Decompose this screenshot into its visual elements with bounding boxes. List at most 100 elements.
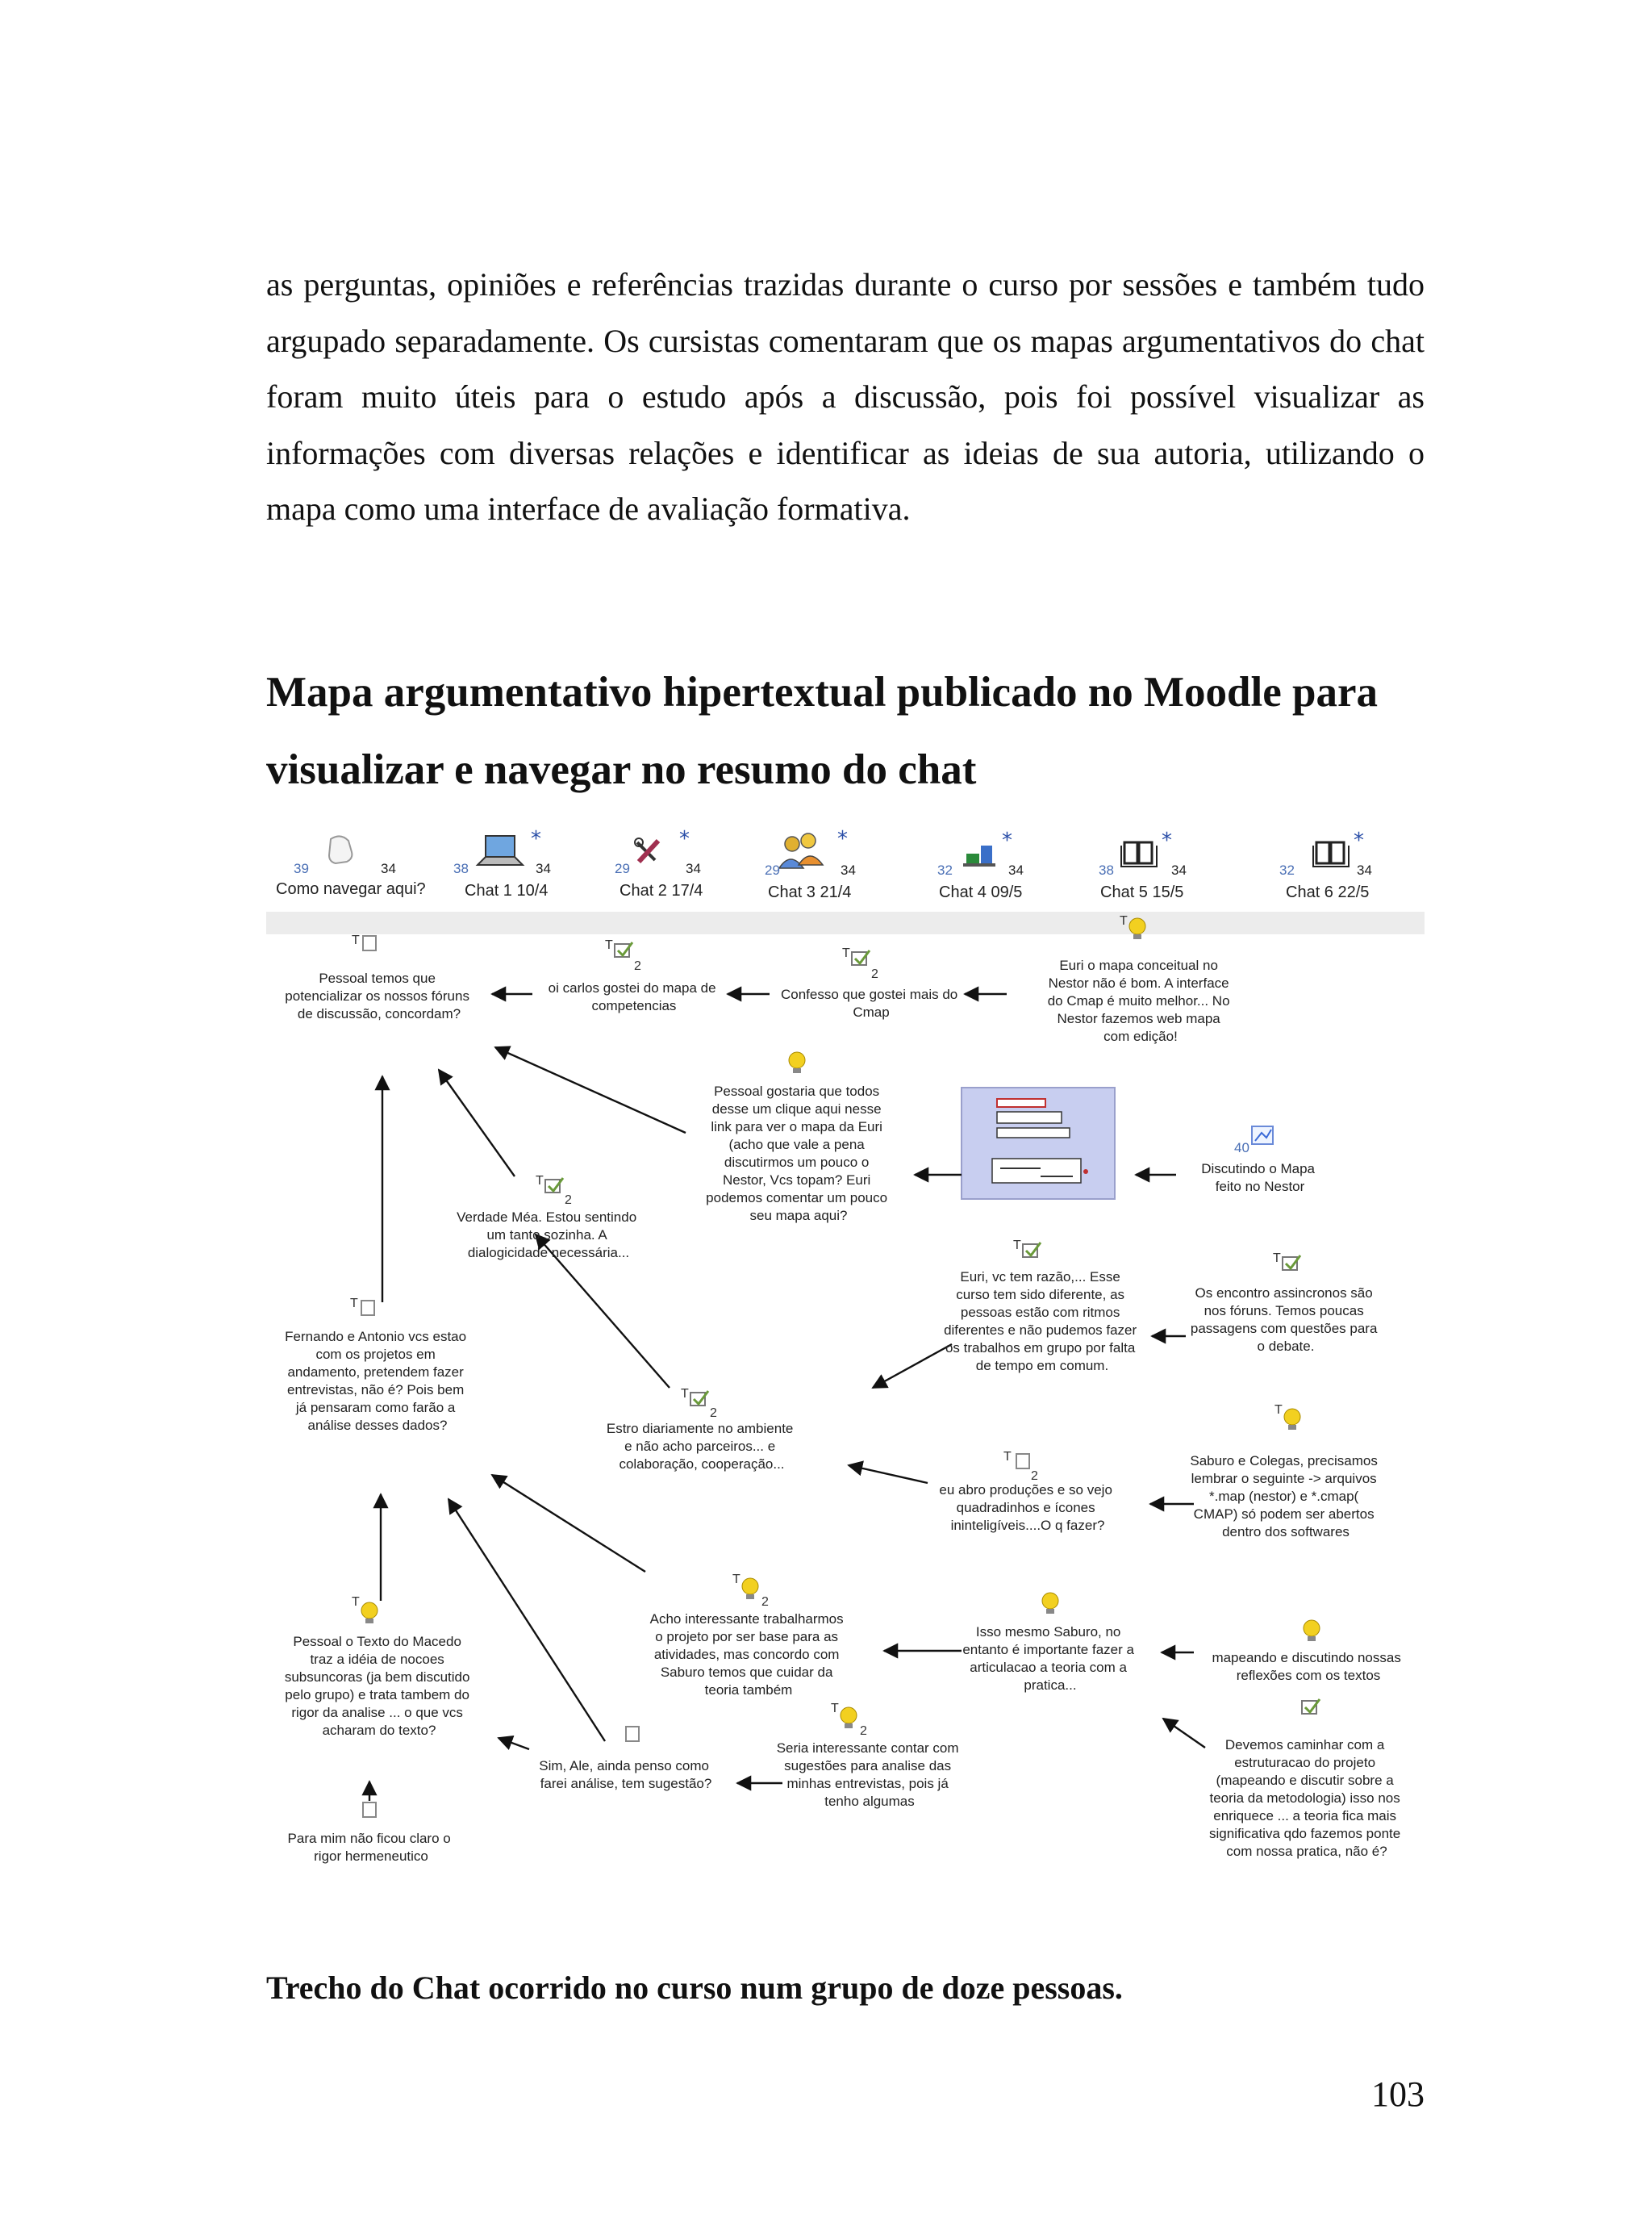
tab-label: Chat 1 10/4 [465, 882, 548, 900]
tab-label: Chat 4 09/5 [939, 883, 1022, 901]
tab-label: Chat 3 21/4 [768, 883, 851, 901]
note-icon: T2 [536, 1174, 572, 1207]
chart-icon: * [963, 829, 1012, 867]
note-icon: T [350, 1297, 374, 1315]
node-n21: Para mim não ficou claro o rigor hermene… [288, 1831, 455, 1864]
svg-text:T: T [732, 1573, 740, 1586]
tab-count-blue: 38 [453, 861, 469, 876]
tab-chat-2[interactable]: * 29 34 Chat 2 17/4 [615, 827, 703, 900]
lightbulb-icon: T [1274, 1403, 1300, 1430]
lightbulb-icon: T2 [732, 1573, 769, 1609]
node-n18: Sim, Ale, ainda penso como farei análise… [539, 1758, 712, 1791]
node-n20: Devemos caminhar com a estruturacao do p… [1209, 1737, 1404, 1859]
tab-count-blue: 32 [937, 863, 953, 878]
note-icon: T2 [1003, 1450, 1038, 1483]
tab-count-blue: 29 [615, 861, 630, 876]
svg-text:T: T [842, 946, 850, 960]
tab-chat-6[interactable]: * 32 34 Chat 6 22/5 [1279, 829, 1372, 901]
lightbulb-icon: T2 [831, 1702, 867, 1738]
node-n15: Isso mesmo Saburo, no entanto é importan… [962, 1624, 1137, 1693]
node-icons: T T2 T2 T T2 40 T T T T2 T T2 T T2 T2 [350, 914, 1320, 1817]
tab-chat-1[interactable]: * 38 34 Chat 1 10/4 [453, 827, 551, 900]
lightbulb-icon [1304, 1620, 1320, 1641]
svg-text:*: * [1162, 829, 1172, 853]
network-icon: 40 [1234, 1126, 1273, 1155]
tab-chat-3[interactable]: * 29 34 Chat 3 21/4 [765, 827, 856, 901]
note-icon: T [1013, 1239, 1041, 1257]
svg-text:2: 2 [761, 1595, 769, 1609]
node-n11: Estro diariamente no ambiente e não acho… [607, 1421, 797, 1472]
section-heading-line-2: visualizar e navegar no resumo do chat [266, 746, 976, 793]
svg-text:2: 2 [565, 1193, 572, 1207]
node-n1: Pessoal temos que potencializar os nosso… [285, 971, 473, 1021]
node-n3: Confesso que gostei mais do Cmap [781, 987, 962, 1020]
tab-como-navegar[interactable]: 39 34 Como navegar aqui? [276, 836, 426, 898]
svg-text:T: T [1274, 1403, 1283, 1417]
figure-caption: Trecho do Chat ocorrido no curso num gru… [266, 1969, 1123, 2007]
argument-map-figure: 39 34 Como navegar aqui? * 38 34 Chat 1 … [266, 821, 1425, 1935]
node-n4: Euri o mapa conceitual no Nestor não é b… [1048, 958, 1234, 1044]
node-n19: Seria interessante contar com sugestões … [777, 1740, 963, 1809]
note-icon [363, 1802, 376, 1817]
note-icon: T2 [605, 938, 641, 973]
svg-text:2: 2 [634, 959, 641, 973]
note-icon [626, 1727, 639, 1741]
lightbulb-icon [1042, 1593, 1058, 1614]
svg-text:*: * [531, 827, 541, 851]
page-number: 103 [1371, 2074, 1425, 2115]
tab-count: 34 [1171, 863, 1187, 878]
node-n9: Os encontro assincronos são nos fóruns. … [1191, 1285, 1381, 1354]
people-icon: * [779, 827, 848, 868]
svg-text:2: 2 [860, 1724, 867, 1738]
tab-label: Chat 2 17/4 [620, 882, 703, 900]
tab-bar-band [266, 912, 1425, 934]
svg-text:T: T [536, 1174, 544, 1188]
svg-text:*: * [837, 827, 848, 851]
lightbulb-icon: T [352, 1595, 378, 1623]
tab-count: 34 [841, 863, 856, 878]
svg-text:*: * [1354, 829, 1364, 853]
book-icon: * [1313, 829, 1364, 867]
section-heading: Mapa argumentativo hipertextual publicad… [266, 654, 1460, 808]
tab-count-blue: 32 [1279, 863, 1295, 878]
nestor-map-thumbnail[interactable] [962, 1088, 1115, 1199]
svg-text:2: 2 [871, 967, 878, 981]
note-icon: T2 [842, 946, 878, 981]
tab-chat-5[interactable]: * 38 34 Chat 5 15/5 [1099, 829, 1187, 901]
note-icon: T2 [681, 1387, 717, 1420]
svg-text:T: T [1273, 1251, 1281, 1265]
svg-text:T: T [605, 938, 613, 952]
tab-count: 34 [381, 861, 396, 876]
node-n13: Saburo e Colegas, precisamos lembrar o s… [1190, 1453, 1381, 1539]
node-n6: Discutindo o Mapa feito no Nestor [1201, 1161, 1319, 1194]
lightbulb-icon [789, 1052, 805, 1073]
svg-text:T: T [350, 1297, 358, 1310]
node-n7: Verdade Méa. Estou sentindo um tanto soz… [457, 1209, 640, 1260]
tab-count: 34 [1008, 863, 1024, 878]
section-heading-line-1: Mapa argumentativo hipertextual publicad… [266, 669, 1378, 716]
node-n12: eu abro produções e so vejo quadradinhos… [939, 1482, 1116, 1533]
node-n8: Euri, vc tem razão,... Esse curso tem si… [944, 1269, 1141, 1373]
tab-label: Como navegar aqui? [276, 880, 426, 898]
node-n16: mapeando e discutindo nossas reflexões c… [1212, 1650, 1404, 1683]
tools-icon: * [635, 827, 690, 862]
svg-text:2: 2 [710, 1406, 717, 1420]
svg-text:T: T [352, 1595, 360, 1609]
note-icon: T [352, 934, 376, 950]
svg-text:T: T [831, 1702, 839, 1715]
tab-count: 34 [686, 861, 701, 876]
svg-text:*: * [1002, 829, 1012, 853]
svg-text:T: T [352, 934, 360, 947]
note-icon: T [1273, 1251, 1300, 1270]
svg-text:*: * [679, 827, 690, 851]
node-n2: oi carlos gostei do mapa de competencias [549, 980, 720, 1013]
svg-text:T: T [681, 1387, 689, 1401]
tab-chat-4[interactable]: * 32 34 Chat 4 09/5 [937, 829, 1024, 901]
svg-text:2: 2 [1031, 1469, 1038, 1483]
hand-pointer-icon [329, 836, 352, 863]
tab-count: 34 [1357, 863, 1372, 878]
svg-text:T: T [1120, 914, 1128, 928]
tab-count-blue: 38 [1099, 863, 1114, 878]
node-n5: Pessoal gostaria que todos desse um cliq… [706, 1084, 891, 1223]
svg-text:T: T [1003, 1450, 1012, 1464]
